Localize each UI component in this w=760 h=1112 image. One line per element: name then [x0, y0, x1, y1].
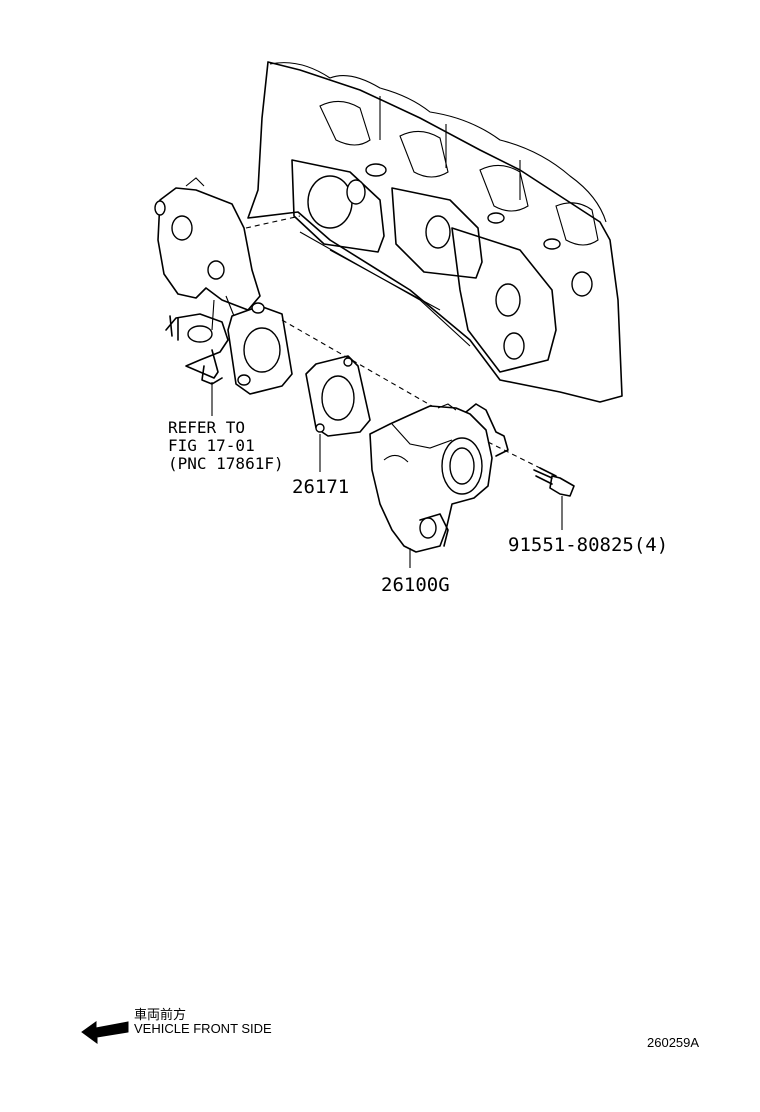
part-number-bolt: 91551-80825(4): [508, 534, 669, 556]
throttle-body-26100g: [369, 403, 509, 553]
diagram-code: 260259A: [647, 1035, 700, 1050]
refer-label-line1: REFER TO: [168, 418, 246, 437]
part-number-gasket: 26171: [292, 476, 350, 498]
egr-valve-assembly: [154, 177, 293, 395]
alignment-lines: [245, 215, 541, 469]
direction-label-en: VEHICLE FRONT SIDE: [134, 1021, 272, 1036]
refer-label-line2: FIG 17-01: [168, 436, 255, 455]
gasket-26171: [305, 355, 371, 437]
refer-label-line3: (PNC 17861F): [168, 454, 284, 473]
bolt-91551-80825: [533, 467, 575, 497]
cylinder-head: [247, 61, 623, 403]
direction-label-jp: 車両前方: [134, 1007, 187, 1022]
vehicle-front-arrow-icon: [81, 1021, 129, 1044]
leader-lines: [211, 382, 563, 568]
part-number-throttle-body: 26100G: [381, 574, 450, 596]
